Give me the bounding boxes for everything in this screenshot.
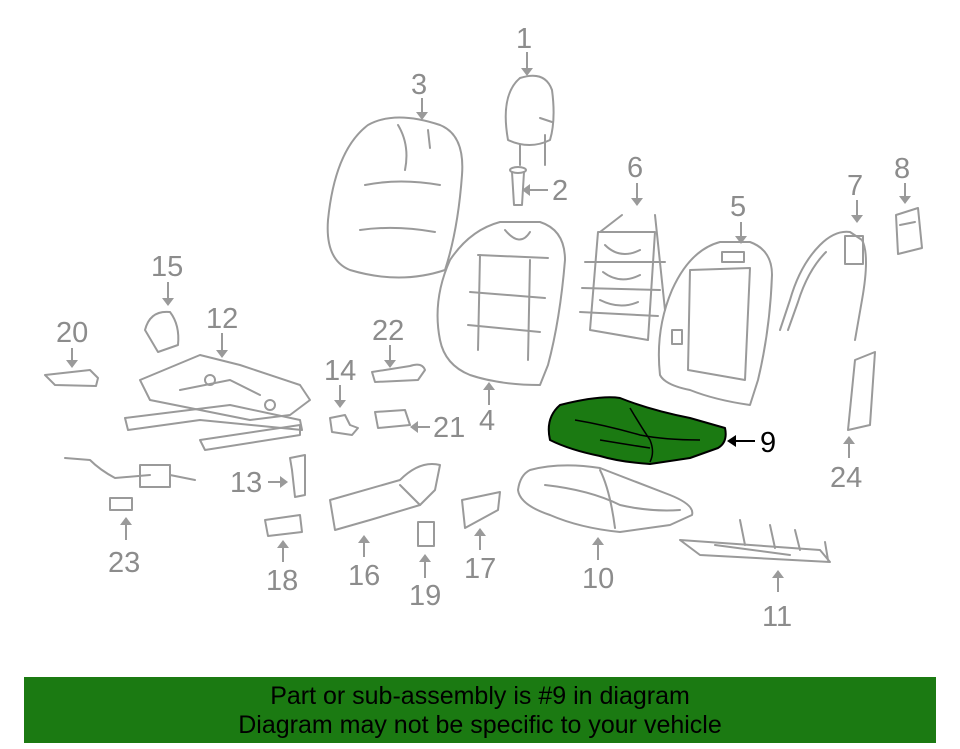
callout-4: 4 [479,405,495,437]
part-18-clip[interactable] [264,514,303,537]
callout-1: 1 [516,23,532,55]
part-9-seat-cushion[interactable] [547,396,727,465]
callout-2: 2 [552,175,568,207]
part-4-seatback-pad[interactable] [436,221,566,386]
part-10-cushion-pad[interactable] [517,464,694,533]
part-13-bracket[interactable] [289,454,306,498]
part-2-headrest-guide[interactable] [509,166,527,206]
callout-20: 20 [56,317,88,349]
callout-7: 7 [847,170,863,202]
callout-9: 9 [760,427,776,459]
banner-line-1: Part or sub-assembly is #9 in diagram [270,682,690,710]
callout-15: 15 [151,251,183,283]
callout-22: 22 [372,315,404,347]
part-19-knob[interactable] [417,521,435,547]
part-23-wiring-harness[interactable] [64,457,196,511]
callout-16: 16 [348,560,380,592]
part-3-seatback-cover[interactable] [326,116,464,279]
seat-parts-diagram: 1 2 3 4 5 6 7 8 9 10 11 12 13 14 15 16 1… [44,23,923,633]
callout-17: 17 [464,553,496,585]
part-12-seat-adjuster[interactable] [124,354,311,451]
callout-24: 24 [830,462,862,494]
callout-numbers: 1 2 3 4 5 6 7 8 9 10 11 12 13 14 15 16 1… [56,23,910,633]
banner-line-2: Diagram may not be specific to your vehi… [238,711,722,739]
callout-6: 6 [627,152,643,184]
part-20-trim[interactable] [44,369,99,387]
callout-18: 18 [266,565,298,597]
callout-12: 12 [206,303,238,335]
part-15-cover[interactable] [144,310,180,353]
callout-leaders [66,52,911,592]
callout-11: 11 [762,601,792,633]
part-14-clip[interactable] [329,414,359,436]
part-17-cap[interactable] [461,491,501,529]
part-6-lumbar-support[interactable] [579,214,666,341]
callout-21: 21 [433,412,465,444]
callout-10: 10 [582,563,614,595]
callout-14: 14 [324,355,356,387]
callout-13: 13 [230,467,262,499]
part-16-side-shield[interactable] [329,463,441,531]
callout-8: 8 [894,153,910,185]
part-24-side-trim[interactable] [847,351,876,431]
callout-23: 23 [108,547,140,579]
part-22-handle[interactable] [371,363,426,383]
part-1-headrest[interactable] [504,74,555,166]
info-banner: Part or sub-assembly is #9 in diagram Di… [24,677,936,743]
part-11-spring-mat[interactable] [679,519,831,563]
part-7-wire-frame[interactable] [779,230,867,341]
callout-3: 3 [411,69,427,101]
part-21-bezel[interactable] [374,409,411,429]
callout-5: 5 [730,191,746,223]
part-8-trim-cap[interactable] [895,207,923,255]
part-5-seatback-frame[interactable] [657,241,773,406]
callout-19: 19 [409,580,441,612]
